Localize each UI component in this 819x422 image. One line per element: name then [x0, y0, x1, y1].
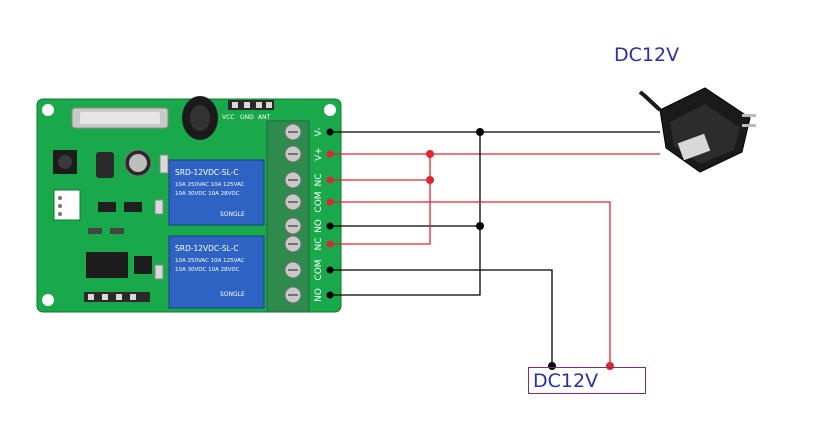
mount-hole: [42, 294, 54, 306]
junction-dot: [426, 150, 434, 158]
ic-chip: [86, 252, 128, 278]
junction-dot: [606, 362, 614, 370]
relay-1-rating: 10A 250VAC 10A 125VAC: [175, 182, 245, 188]
relay-1-model: SRD-12VDC-SL-C: [175, 168, 239, 177]
led-indicator: [53, 189, 81, 221]
terminal-label: V+: [314, 147, 324, 161]
relay-2-rating: 10A 250VAC 10A 125VAC: [175, 258, 245, 264]
relay-1: SRD-12VDC-SL-C 10A 250VAC 10A 125VAC 10A…: [168, 159, 265, 226]
header-label-gnd: GND: [240, 114, 254, 121]
terminal-label: NC: [314, 173, 324, 186]
relay-2: SRD-12VDC-SL-C 10A 250VAC 10A 125VAC 10A…: [168, 235, 265, 309]
mount-hole: [42, 104, 54, 116]
terminal-block: [266, 120, 310, 313]
junction-dot: [326, 266, 334, 274]
junction-dot: [326, 150, 334, 158]
relay-1-rating-dc: 10A 30VDC 10A 28VDC: [175, 191, 240, 197]
junction-dot: [326, 291, 334, 299]
header-label-ant: ANT: [258, 114, 271, 121]
wire-positive-bus: [330, 154, 431, 245]
smd-component: [98, 202, 116, 212]
inductor: [96, 152, 114, 178]
smd-component: [124, 202, 142, 212]
wire-ground-bus: [330, 132, 481, 296]
terminal-label: V-: [314, 128, 324, 137]
terminal-label: NO: [314, 288, 324, 302]
adapter-label-plate: [677, 133, 711, 161]
terminal-label: NO: [314, 219, 324, 233]
mount-hole: [324, 104, 336, 116]
junction-dot: [548, 362, 556, 370]
junction-dot: [326, 176, 334, 184]
header-label-vcc: VCC: [222, 114, 234, 121]
relay-1-brand: SONGLE: [220, 211, 245, 218]
wiring: [326, 128, 660, 370]
header-pins: [228, 100, 274, 110]
relay-2-model: SRD-12VDC-SL-C: [175, 244, 239, 253]
ic-chip: [134, 256, 152, 274]
load-supply-label: DC12V: [528, 367, 646, 394]
relay-2-rating-dc: 10A 30VDC 10A 28VDC: [175, 267, 240, 273]
wire-com-2: [330, 269, 553, 366]
junction-dot: [426, 176, 434, 184]
terminal-label: NC: [314, 237, 324, 250]
wire-com-1: [330, 201, 611, 366]
junction-dot: [326, 128, 334, 136]
junction-dot: [326, 198, 334, 206]
junction-dot: [326, 222, 334, 230]
relay-2-brand: SONGLE: [220, 291, 245, 298]
junction-dot: [476, 128, 484, 136]
junction-dot: [326, 240, 334, 248]
terminal-label: COM: [314, 191, 324, 212]
terminal-label: COM: [314, 259, 324, 280]
power-supply-label: DC12V: [614, 44, 680, 66]
junction-dot: [476, 222, 484, 230]
power-adapter: [638, 87, 756, 173]
